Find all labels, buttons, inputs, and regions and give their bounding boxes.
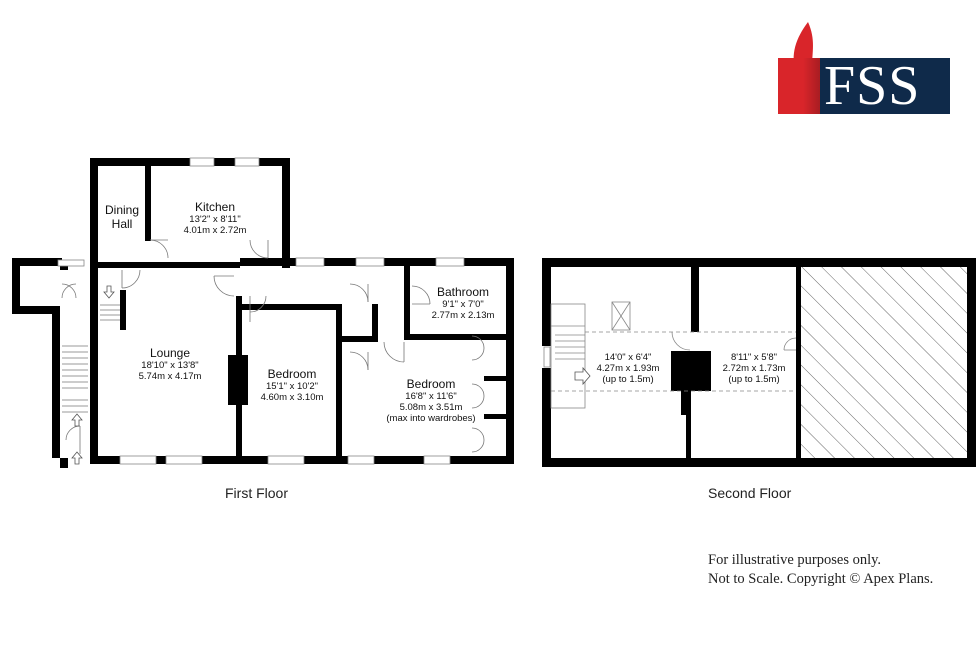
room-label-attic-right: 8'11" x 5'8" 2.72m x 1.73m (up to 1.5m) xyxy=(722,352,786,385)
room-label-bathroom: Bathroom 9'1" x 7'0" 2.77m x 2.13m xyxy=(431,285,495,321)
fss-logo: FSS xyxy=(778,20,950,116)
second-floor-plan xyxy=(542,258,976,467)
room-label-kitchen: Kitchen 13'2" x 8'11" 4.01m x 2.72m xyxy=(183,200,247,236)
first-floor-plan xyxy=(12,157,514,468)
room-label-bedroom-1: Bedroom 15'1" x 10'2" 4.60m x 3.10m xyxy=(260,367,324,403)
disclaimer: For illustrative purposes only. Not to S… xyxy=(708,551,933,589)
floor-title-second: Second Floor xyxy=(708,485,792,501)
logo-text: FSS xyxy=(824,55,921,117)
floor-title-first: First Floor xyxy=(225,485,288,501)
room-label-bedroom-2: Bedroom 16'8" x 11'6" 5.08m x 3.51m (max… xyxy=(386,377,476,424)
disclaimer-line-1: For illustrative purposes only. xyxy=(708,552,882,568)
room-label-lounge: Lounge 18'10" x 13'8" 5.74m x 4.17m xyxy=(138,346,202,382)
disclaimer-line-2: Not to Scale. Copyright © Apex Plans. xyxy=(708,571,934,587)
room-label-dining-hall: Dining Hall xyxy=(104,203,140,231)
room-label-attic-left: 14'0" x 6'4" 4.27m x 1.93m (up to 1.5m) xyxy=(596,352,660,385)
logo-red-block xyxy=(778,58,820,114)
